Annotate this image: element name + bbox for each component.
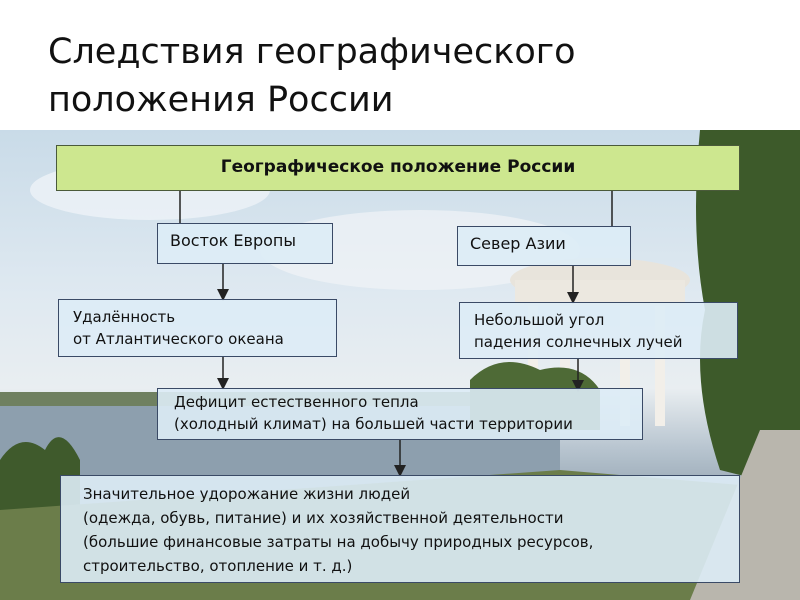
cost-line-3: (большие финансовые затраты на добычу пр… (83, 533, 594, 551)
sun-angle-box: Небольшой угол падения солнечных лучей (459, 302, 738, 359)
north-asia-box: Север Азии (457, 226, 631, 266)
cost-line-1: Значительное удорожание жизни людей (83, 485, 411, 503)
remoteness-line-1: Удалённость (73, 308, 176, 326)
slide-title-line-2: положения России (48, 80, 394, 120)
cost-box: Значительное удорожание жизни людей (оде… (60, 475, 740, 583)
heat-deficit-box: Дефицит естественного тепла (холодный кл… (157, 388, 643, 440)
remoteness-box: Удалённость от Атлантического океана (58, 299, 337, 357)
cost-line-4: строительство, отопление и т. д.) (83, 557, 353, 575)
header-label: Географическое положение России (220, 157, 576, 177)
east-europe-box: Восток Европы (157, 223, 333, 264)
slide-title: Следствия географического положения Росс… (48, 28, 748, 124)
slide-title-line-1: Следствия географического (48, 32, 576, 72)
heat-deficit-line-1: Дефицит естественного тепла (174, 393, 419, 411)
east-europe-label: Восток Европы (170, 231, 296, 250)
cost-line-2: (одежда, обувь, питание) и их хозяйствен… (83, 509, 564, 527)
north-asia-label: Север Азии (470, 234, 566, 253)
header-box: Географическое положение России (56, 145, 740, 191)
sun-angle-line-2: падения солнечных лучей (474, 333, 683, 351)
heat-deficit-line-2: (холодный климат) на большей части терри… (174, 415, 573, 433)
sun-angle-line-1: Небольшой угол (474, 311, 605, 329)
remoteness-line-2: от Атлантического океана (73, 330, 284, 348)
